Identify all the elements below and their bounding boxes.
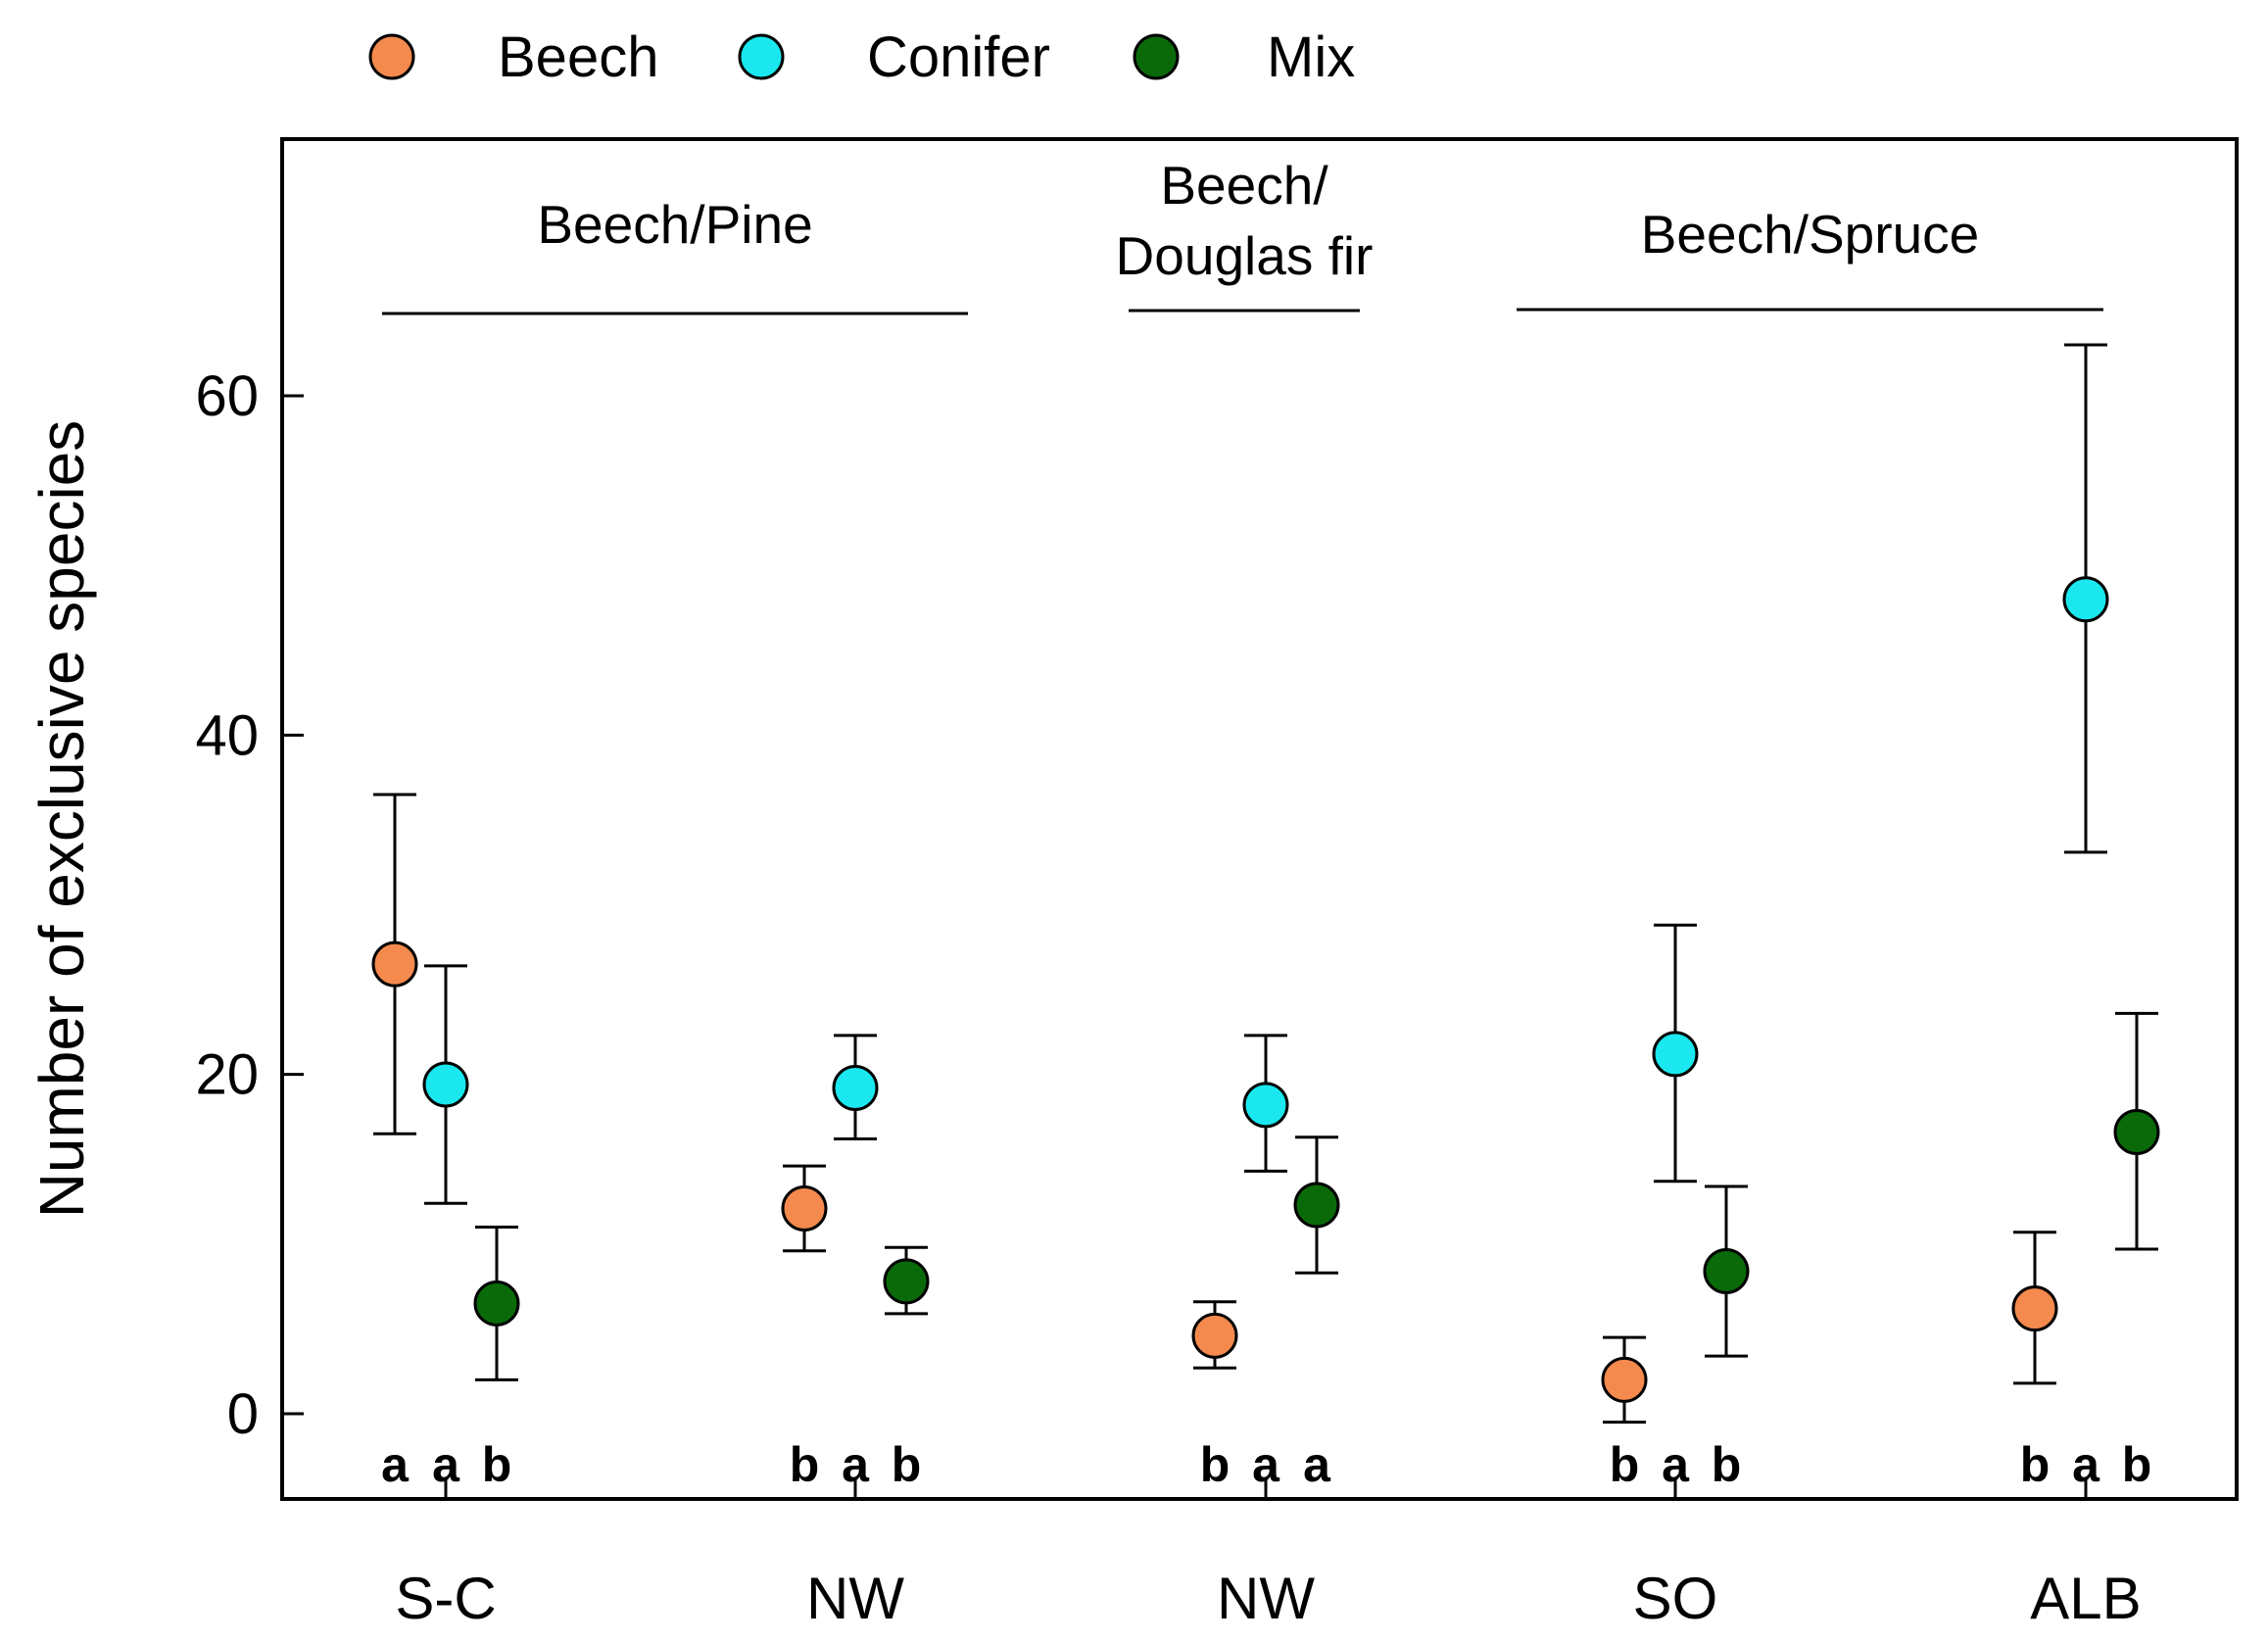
significance-letter-4-2: b — [2122, 1437, 2152, 1492]
group-label-1-0: Beech/ — [1160, 155, 1328, 216]
y-tick-label-0: 0 — [227, 1382, 259, 1446]
significance-letter-2-2: a — [1303, 1437, 1331, 1492]
y-axis: 0 20 40 60 — [195, 364, 304, 1446]
error-bars — [373, 343, 2158, 1425]
significance-letter-1-1: a — [842, 1437, 870, 1492]
x-category-label-4: ALB — [2030, 1566, 2141, 1631]
significance-letter-3-0: b — [1610, 1437, 1640, 1492]
significance-letter-0-2: b — [482, 1437, 512, 1492]
significance-letter-4-1: a — [2072, 1437, 2100, 1492]
significance-letter-1-2: b — [892, 1437, 922, 1492]
x-category-label-0: S-C — [395, 1566, 496, 1631]
point-mix-0 — [473, 1280, 520, 1327]
group-label-2-0: Beech/Spruce — [1641, 204, 1980, 265]
point-beech-2 — [1191, 1312, 1238, 1359]
point-beech-3 — [1601, 1356, 1648, 1403]
significance-letter-0-0: a — [381, 1437, 410, 1492]
legend-label-conifer: Conifer — [867, 25, 1050, 89]
legend: Beech Conifer Mix — [368, 25, 1355, 89]
significance-letter-4-0: b — [2020, 1437, 2051, 1492]
point-conifer-0 — [422, 1061, 469, 1108]
significance-letter-3-2: b — [1712, 1437, 1742, 1492]
significance-letter-1-0: b — [790, 1437, 820, 1492]
legend-marker-beech — [368, 33, 415, 80]
legend-marker-conifer — [738, 33, 785, 80]
point-mix-1 — [883, 1258, 930, 1305]
legend-label-beech: Beech — [498, 25, 658, 89]
point-beech-4 — [2011, 1285, 2058, 1332]
plot-area-frame — [280, 137, 2239, 1501]
x-category-label-1: NW — [806, 1566, 904, 1631]
point-conifer-1 — [832, 1065, 879, 1112]
y-axis-title: Number of exclusive species — [26, 420, 97, 1219]
significance-letter-0-1: a — [432, 1437, 460, 1492]
y-tick-label-60: 60 — [195, 364, 259, 428]
x-category-label-2: NW — [1217, 1566, 1315, 1631]
point-conifer-4 — [2062, 576, 2109, 623]
point-conifer-2 — [1242, 1082, 1289, 1129]
data-points — [371, 576, 2160, 1403]
y-tick-label-20: 20 — [195, 1043, 259, 1107]
point-mix-3 — [1703, 1248, 1750, 1295]
legend-marker-mix — [1133, 33, 1180, 80]
legend-label-mix: Mix — [1267, 25, 1355, 89]
significance-letter-3-1: a — [1662, 1437, 1690, 1492]
point-beech-1 — [781, 1184, 828, 1232]
group-label-0-0: Beech/Pine — [537, 194, 812, 255]
x-axis: S-C NW NW SO ALB — [395, 1477, 2142, 1631]
point-mix-4 — [2113, 1109, 2160, 1156]
x-category-label-3: SO — [1633, 1566, 1718, 1631]
group-label-1-1: Douglas fir — [1116, 225, 1374, 286]
significance-letter-2-0: b — [1200, 1437, 1231, 1492]
group-brackets: Beech/Pine Beech/Douglas fir Beech/Spruce — [382, 155, 2103, 315]
y-tick-label-40: 40 — [195, 703, 259, 767]
point-mix-2 — [1293, 1182, 1340, 1229]
point-conifer-3 — [1652, 1031, 1699, 1078]
point-beech-0 — [371, 941, 418, 988]
significance-letter-2-1: a — [1252, 1437, 1280, 1492]
